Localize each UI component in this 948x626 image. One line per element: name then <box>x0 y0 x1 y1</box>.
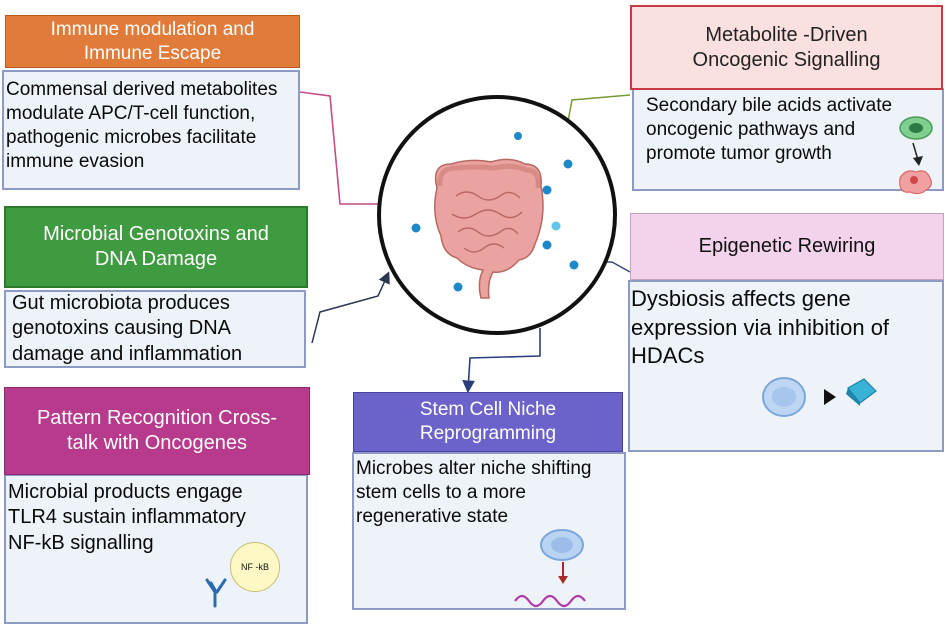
card-stem-line-3: regenerative state <box>356 506 509 528</box>
card-stem-title-2: Reprogramming <box>419 423 557 444</box>
card-immune-title-1: Immune modulation and <box>50 18 255 40</box>
connector-genotoxin <box>311 271 390 344</box>
card-pattern-line-1: Microbial products engage <box>8 481 243 503</box>
card-stem-line-1: Microbes alter niche shifting <box>356 458 592 479</box>
card-epigenetic-title: Epigenetic Rewiring <box>698 235 876 257</box>
card-genotoxin-body: Gut microbiota produces genotoxins causi… <box>12 291 302 367</box>
card-genotoxin-line-2: genotoxins causing DNA <box>12 317 232 340</box>
card-metabolite <box>632 88 944 191</box>
intestine-icon <box>434 158 544 299</box>
card-pattern-line-3: NF-kB signalling <box>8 531 154 554</box>
microbe-dots <box>411 132 579 292</box>
card-epigenetic-header: Epigenetic Rewiring <box>630 213 944 280</box>
card-genotoxin-line-1: Gut microbiota produces <box>12 292 230 314</box>
card-pattern-body: Microbial products engage TLR4 sustain i… <box>8 480 304 556</box>
card-genotoxin <box>4 290 306 368</box>
card-pattern-title-1: Pattern Recognition Cross- <box>36 407 278 429</box>
card-metabolite-body: Secondary bile acids activate oncogenic … <box>646 94 896 166</box>
card-immune-body: Commensal derived metabolites modulate A… <box>6 78 298 175</box>
card-genotoxin-title-2: DNA Damage <box>94 248 218 270</box>
card-stem-line-2: stem cells to a more <box>356 482 526 504</box>
nfkb-badge: NF -kB <box>230 542 280 592</box>
card-immune-line-2: modulate APC/T-cell function, <box>6 103 256 125</box>
card-immune-line-4: immune evasion <box>6 151 145 173</box>
card-pattern-line-2: TLR4 sustain inflammatory <box>8 506 246 529</box>
card-immune-title-2: Immune Escape <box>83 42 222 64</box>
card-immune <box>2 70 300 190</box>
card-genotoxin-title-1: Microbial Genotoxins and <box>43 223 269 245</box>
card-epigenetic-body: Dysbiosis affects gene expression via in… <box>631 285 941 371</box>
card-metabolite-title-2: Oncogenic Signalling <box>692 48 881 71</box>
card-stem-body: Microbes alter niche shifting stem cells… <box>356 457 624 529</box>
card-metabolite-title-1: Metabolite -Driven <box>705 23 868 46</box>
card-pattern-title-2: talk with Oncogenes <box>66 432 248 454</box>
card-epigenetic-line-3: HDACs <box>631 343 705 369</box>
card-metabolite-line-1: Secondary bile acids activate <box>646 95 893 116</box>
card-epigenetic-line-2: expression via inhibition of <box>631 314 890 340</box>
card-immune-line-1: Commensal derived metabolites <box>6 79 278 100</box>
card-immune-line-3: pathogenic microbes facilitate <box>6 127 257 149</box>
card-metabolite-line-2: oncogenic pathways and <box>646 119 856 141</box>
card-genotoxin-line-3: damage and inflammation <box>12 342 243 365</box>
nfkb-badge-label: NF -kB <box>241 562 269 572</box>
card-epigenetic <box>628 280 944 452</box>
card-epigenetic-line-1: Dysbiosis affects gene <box>631 286 851 311</box>
card-stem-title-1: Stem Cell Niche <box>419 399 557 421</box>
card-pattern-header: Pattern Recognition Cross-talk with Onco… <box>4 387 310 475</box>
connector-stem <box>462 328 541 394</box>
card-metabolite-line-3: promote tumor growth <box>646 143 832 165</box>
connector-immune <box>299 91 394 211</box>
